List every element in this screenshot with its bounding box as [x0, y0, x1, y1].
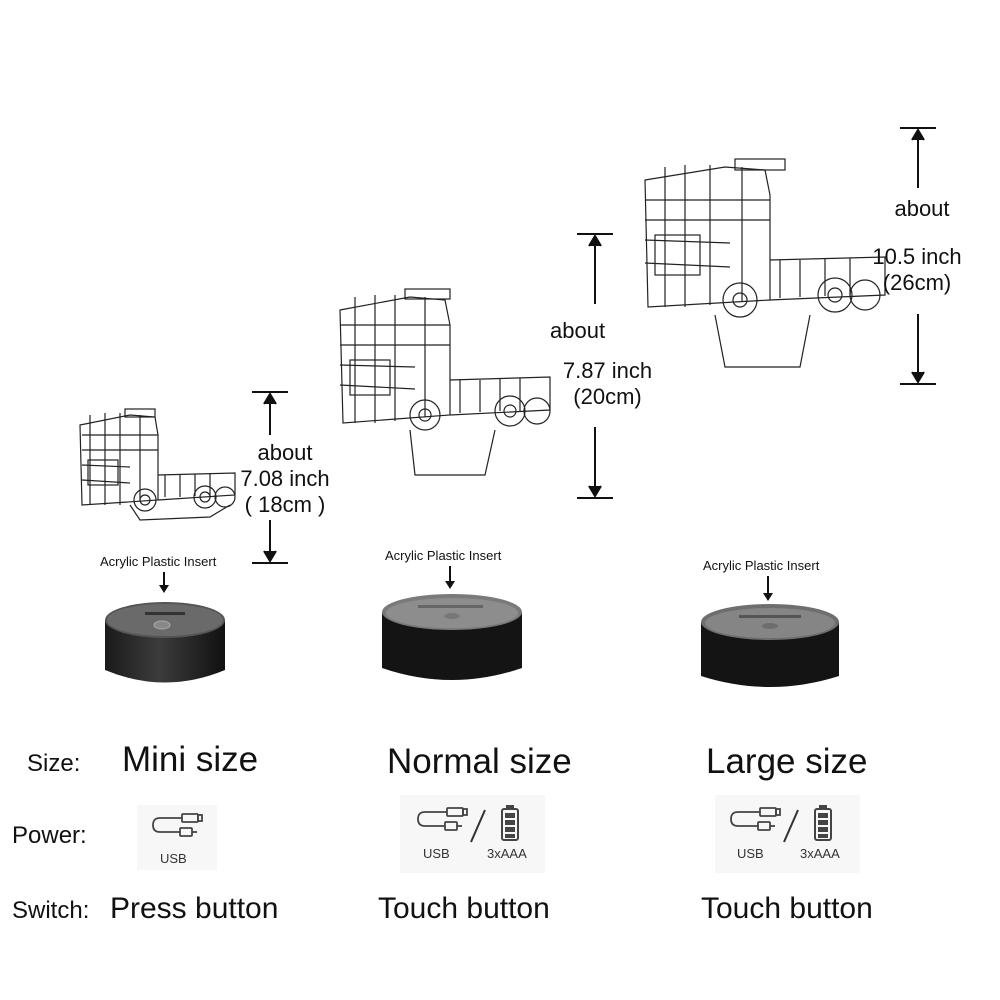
power-icons-mini: [137, 805, 217, 870]
truck-medium-illustration: [339, 288, 551, 476]
dimension-small-about: about: [257, 440, 313, 465]
truck-large-illustration: [644, 158, 886, 368]
dimension-medium-inch: 7.87 inch: [562, 358, 653, 383]
dimension-large-inch: 10.5 inch: [872, 244, 962, 269]
size-name-large: Large size: [706, 742, 868, 781]
power-icons-normal: [400, 795, 545, 873]
dimension-medium-about: about: [550, 318, 606, 343]
insert-label-large: Acrylic Plastic Insert: [703, 558, 820, 573]
usb-icon: [730, 807, 781, 831]
dimension-small-inch: 7.08 inch: [240, 466, 330, 491]
power-caption-battery: 3xAAA: [487, 846, 527, 861]
power-caption-battery: 3xAAA: [800, 846, 840, 861]
height-arrow-medium: [577, 233, 613, 499]
truck-small-illustration: [79, 408, 236, 521]
dimension-small: about 7.08 inch ( 18cm ): [225, 440, 345, 518]
switch-name-normal: Touch button: [378, 892, 550, 925]
dimension-large: about 10.5 inch (26cm): [862, 196, 972, 296]
lamp-base-large: [701, 604, 839, 687]
switch-name-large: Touch button: [701, 892, 873, 925]
usb-icon: [152, 813, 203, 837]
dimension-small-cm: ( 18cm ): [244, 492, 326, 517]
dimension-large-about: about: [894, 196, 950, 221]
battery-icon: [814, 805, 832, 841]
switch-row-label: Switch:: [12, 897, 90, 924]
insert-label-small: Acrylic Plastic Insert: [100, 554, 217, 569]
down-arrow-icon: [445, 566, 455, 589]
usb-icon: [417, 807, 468, 831]
height-arrow-large: [900, 127, 936, 385]
slash-separator-icon: [470, 809, 486, 843]
size-row-label: Size:: [27, 750, 81, 777]
dimension-medium: about 7.87 inch (20cm): [550, 318, 665, 410]
down-arrow-icon: [159, 572, 169, 593]
power-caption-usb: USB: [737, 846, 764, 861]
battery-icon: [501, 805, 519, 841]
power-row-label: Power:: [12, 822, 87, 849]
insert-label-medium: Acrylic Plastic Insert: [385, 548, 502, 563]
lamp-base-mini: [105, 602, 225, 683]
power-caption-usb: USB: [423, 846, 450, 861]
dimension-medium-cm: (20cm): [573, 384, 642, 409]
switch-name-mini: Press button: [110, 892, 279, 925]
dimension-large-cm: (26cm): [882, 270, 952, 295]
lamp-base-normal: [382, 594, 522, 680]
down-arrow-icon: [763, 576, 773, 601]
height-arrow-small: [252, 391, 288, 564]
size-name-mini: Mini size: [122, 740, 259, 779]
power-caption-usb: USB: [160, 851, 187, 866]
size-name-normal: Normal size: [387, 742, 572, 781]
slash-separator-icon: [783, 809, 799, 843]
